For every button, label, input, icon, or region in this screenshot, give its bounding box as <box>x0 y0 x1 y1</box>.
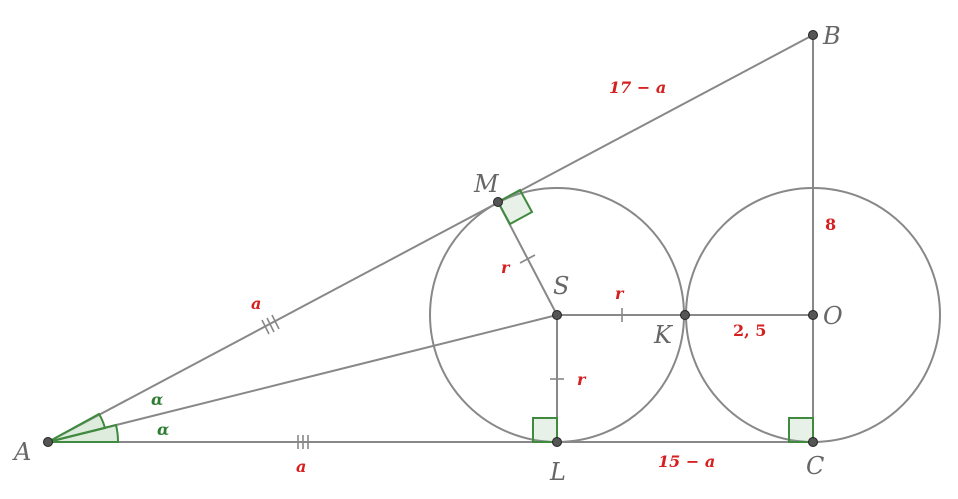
point-L <box>552 437 562 447</box>
point-S <box>552 310 562 320</box>
segment-AB <box>47 34 814 443</box>
point-M <box>493 197 503 207</box>
tick-SM <box>519 254 536 264</box>
right-angle-L <box>532 417 558 443</box>
point-K <box>680 310 690 320</box>
label-angle-upper: α <box>151 390 163 409</box>
label-SM-r: r <box>501 258 511 277</box>
point-B <box>808 30 818 40</box>
label-LC: 15 − a <box>658 452 715 471</box>
triple-tick-AL <box>297 435 309 449</box>
label-OB: 8 <box>825 215 836 234</box>
angle-upper-marker <box>47 412 107 443</box>
label-AL-a: a <box>296 457 306 476</box>
segment-AS <box>47 314 558 443</box>
label-C: C <box>806 452 824 480</box>
label-MB: 17 − a <box>609 78 666 97</box>
label-S: S <box>553 272 569 300</box>
label-O: O <box>823 302 843 330</box>
label-SL-r: r <box>577 370 587 389</box>
label-L: L <box>549 458 566 486</box>
label-A: A <box>12 438 31 466</box>
right-angle-M <box>496 188 534 226</box>
point-O <box>808 310 818 320</box>
point-C <box>808 437 818 447</box>
point-A <box>43 437 53 447</box>
triple-tick-AM <box>261 314 280 335</box>
label-B: B <box>822 22 841 50</box>
label-AM-a: a <box>251 294 261 313</box>
label-SK-r: r <box>615 284 625 303</box>
label-angle-lower: α <box>157 420 169 439</box>
right-angle-C <box>788 417 814 443</box>
label-M: M <box>473 170 500 198</box>
label-K: K <box>653 321 674 349</box>
label-KO: 2, 5 <box>733 321 766 340</box>
